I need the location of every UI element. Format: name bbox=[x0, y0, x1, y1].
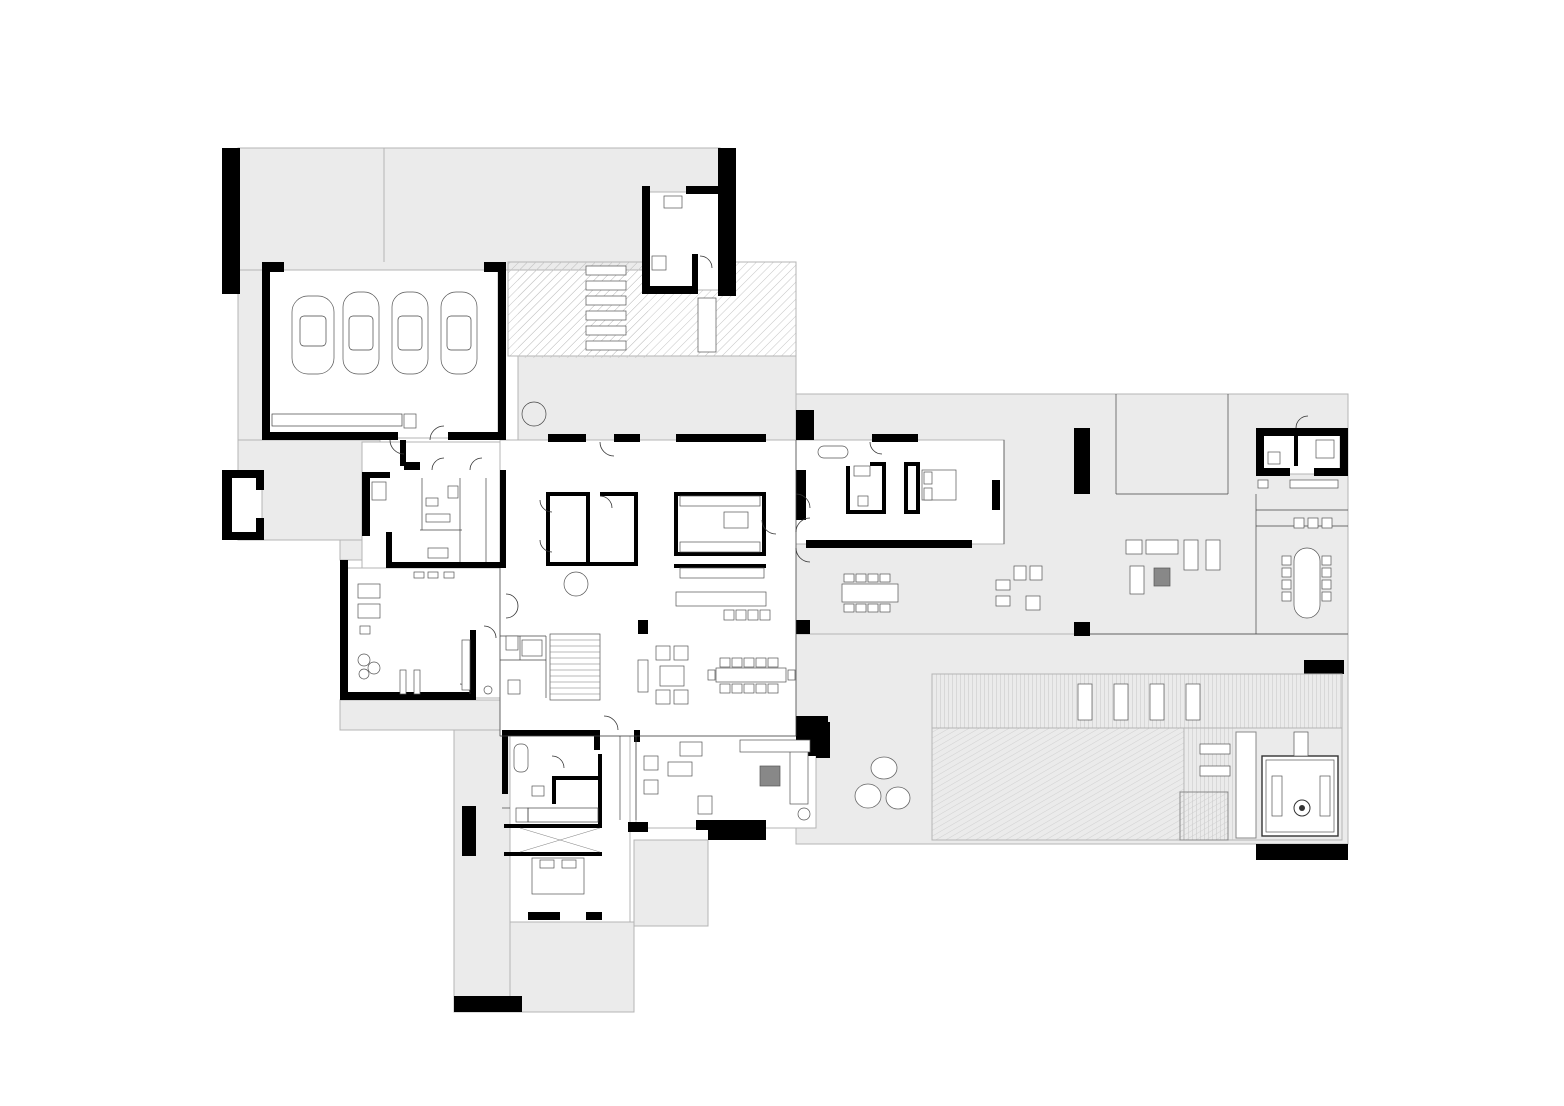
car-icon bbox=[391, 291, 429, 375]
west-bath bbox=[371, 481, 543, 695]
round-stools bbox=[854, 756, 911, 810]
sun-loungers bbox=[1077, 683, 1231, 777]
terrace-table-west bbox=[841, 573, 899, 613]
doors bbox=[389, 255, 1309, 769]
interior-partitions bbox=[420, 394, 1348, 820]
car-icon bbox=[342, 291, 380, 375]
garage-cars bbox=[271, 291, 478, 429]
lounge-room bbox=[643, 739, 811, 821]
gym-equipment bbox=[357, 571, 471, 695]
south-bedroom bbox=[513, 743, 601, 895]
kitchen bbox=[675, 495, 771, 621]
stair bbox=[549, 633, 601, 701]
lounge-seating bbox=[563, 571, 689, 705]
walls bbox=[222, 148, 1348, 1012]
entry-court bbox=[507, 261, 797, 427]
terrace-table-east bbox=[1281, 517, 1333, 619]
east-bedroom bbox=[817, 445, 957, 507]
terrace-lounge bbox=[995, 539, 1221, 611]
spa-room bbox=[1261, 731, 1339, 837]
car-icon bbox=[440, 291, 478, 375]
car-icon bbox=[291, 295, 335, 375]
dining-table bbox=[707, 657, 796, 694]
pool-house bbox=[651, 195, 1339, 489]
